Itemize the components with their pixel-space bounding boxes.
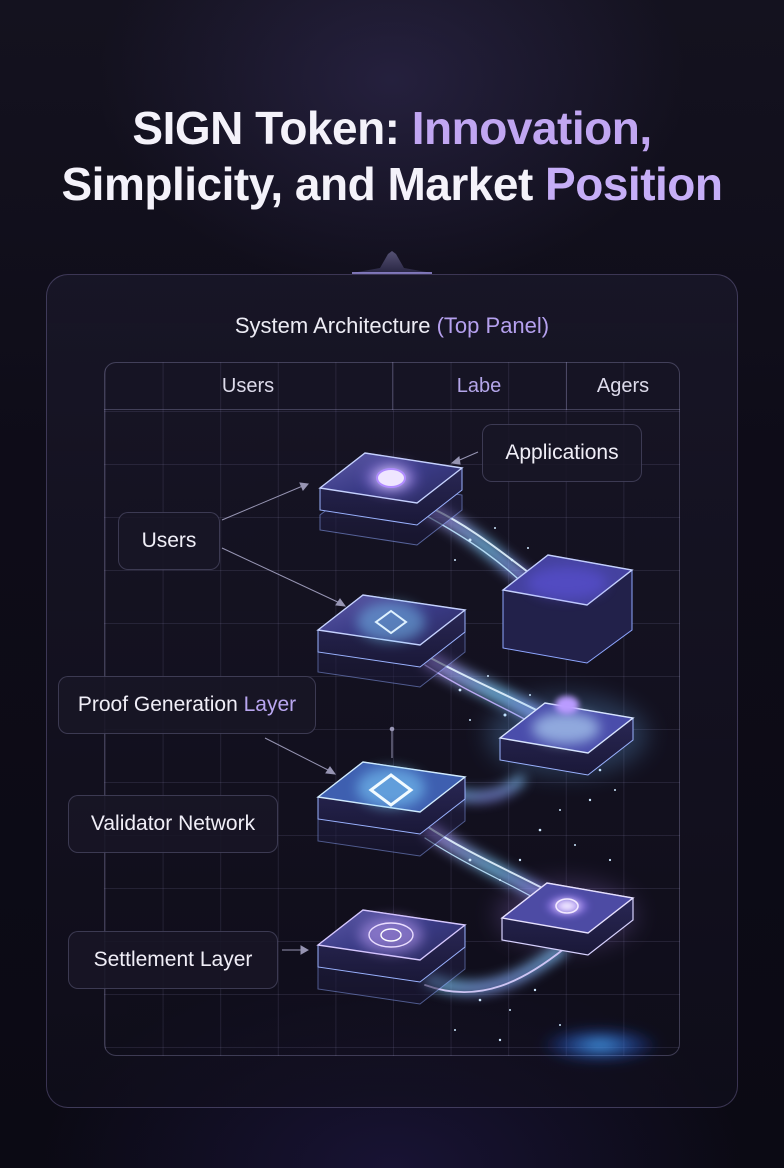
label-validator-network: Validator Network <box>68 795 278 853</box>
header-users: Users <box>221 375 275 397</box>
panel-title-plain: System Architecture <box>234 313 437 338</box>
header-divider <box>566 362 567 410</box>
label-proof-accent: Layer <box>243 693 297 716</box>
title-line2-accent: Position <box>545 158 723 210</box>
header-divider <box>392 362 393 410</box>
label-users: Users <box>118 512 220 570</box>
label-applications: Applications <box>482 424 642 482</box>
panel-title: System Architecture (Top Panel) <box>46 313 738 339</box>
header-labe: Labe <box>456 375 502 397</box>
label-proof-plain: Proof Generation <box>77 693 244 716</box>
panel-notch-decoration <box>352 251 432 274</box>
title-line1-plain: SIGN Token: <box>132 102 412 154</box>
page-title: SIGN Token: Innovation, Simplicity, and … <box>0 100 784 212</box>
header-agers: Agers <box>596 375 650 397</box>
grid-header-row: Users Labe Agers <box>104 362 680 410</box>
title-line2-plain: Simplicity, and Market <box>61 158 546 210</box>
label-proof-generation-layer: Proof Generation Layer <box>58 676 316 734</box>
title-line1-accent: Innovation, <box>411 102 652 154</box>
panel-title-accent: (Top Panel) <box>436 313 550 338</box>
label-settlement-layer: Settlement Layer <box>68 931 278 989</box>
